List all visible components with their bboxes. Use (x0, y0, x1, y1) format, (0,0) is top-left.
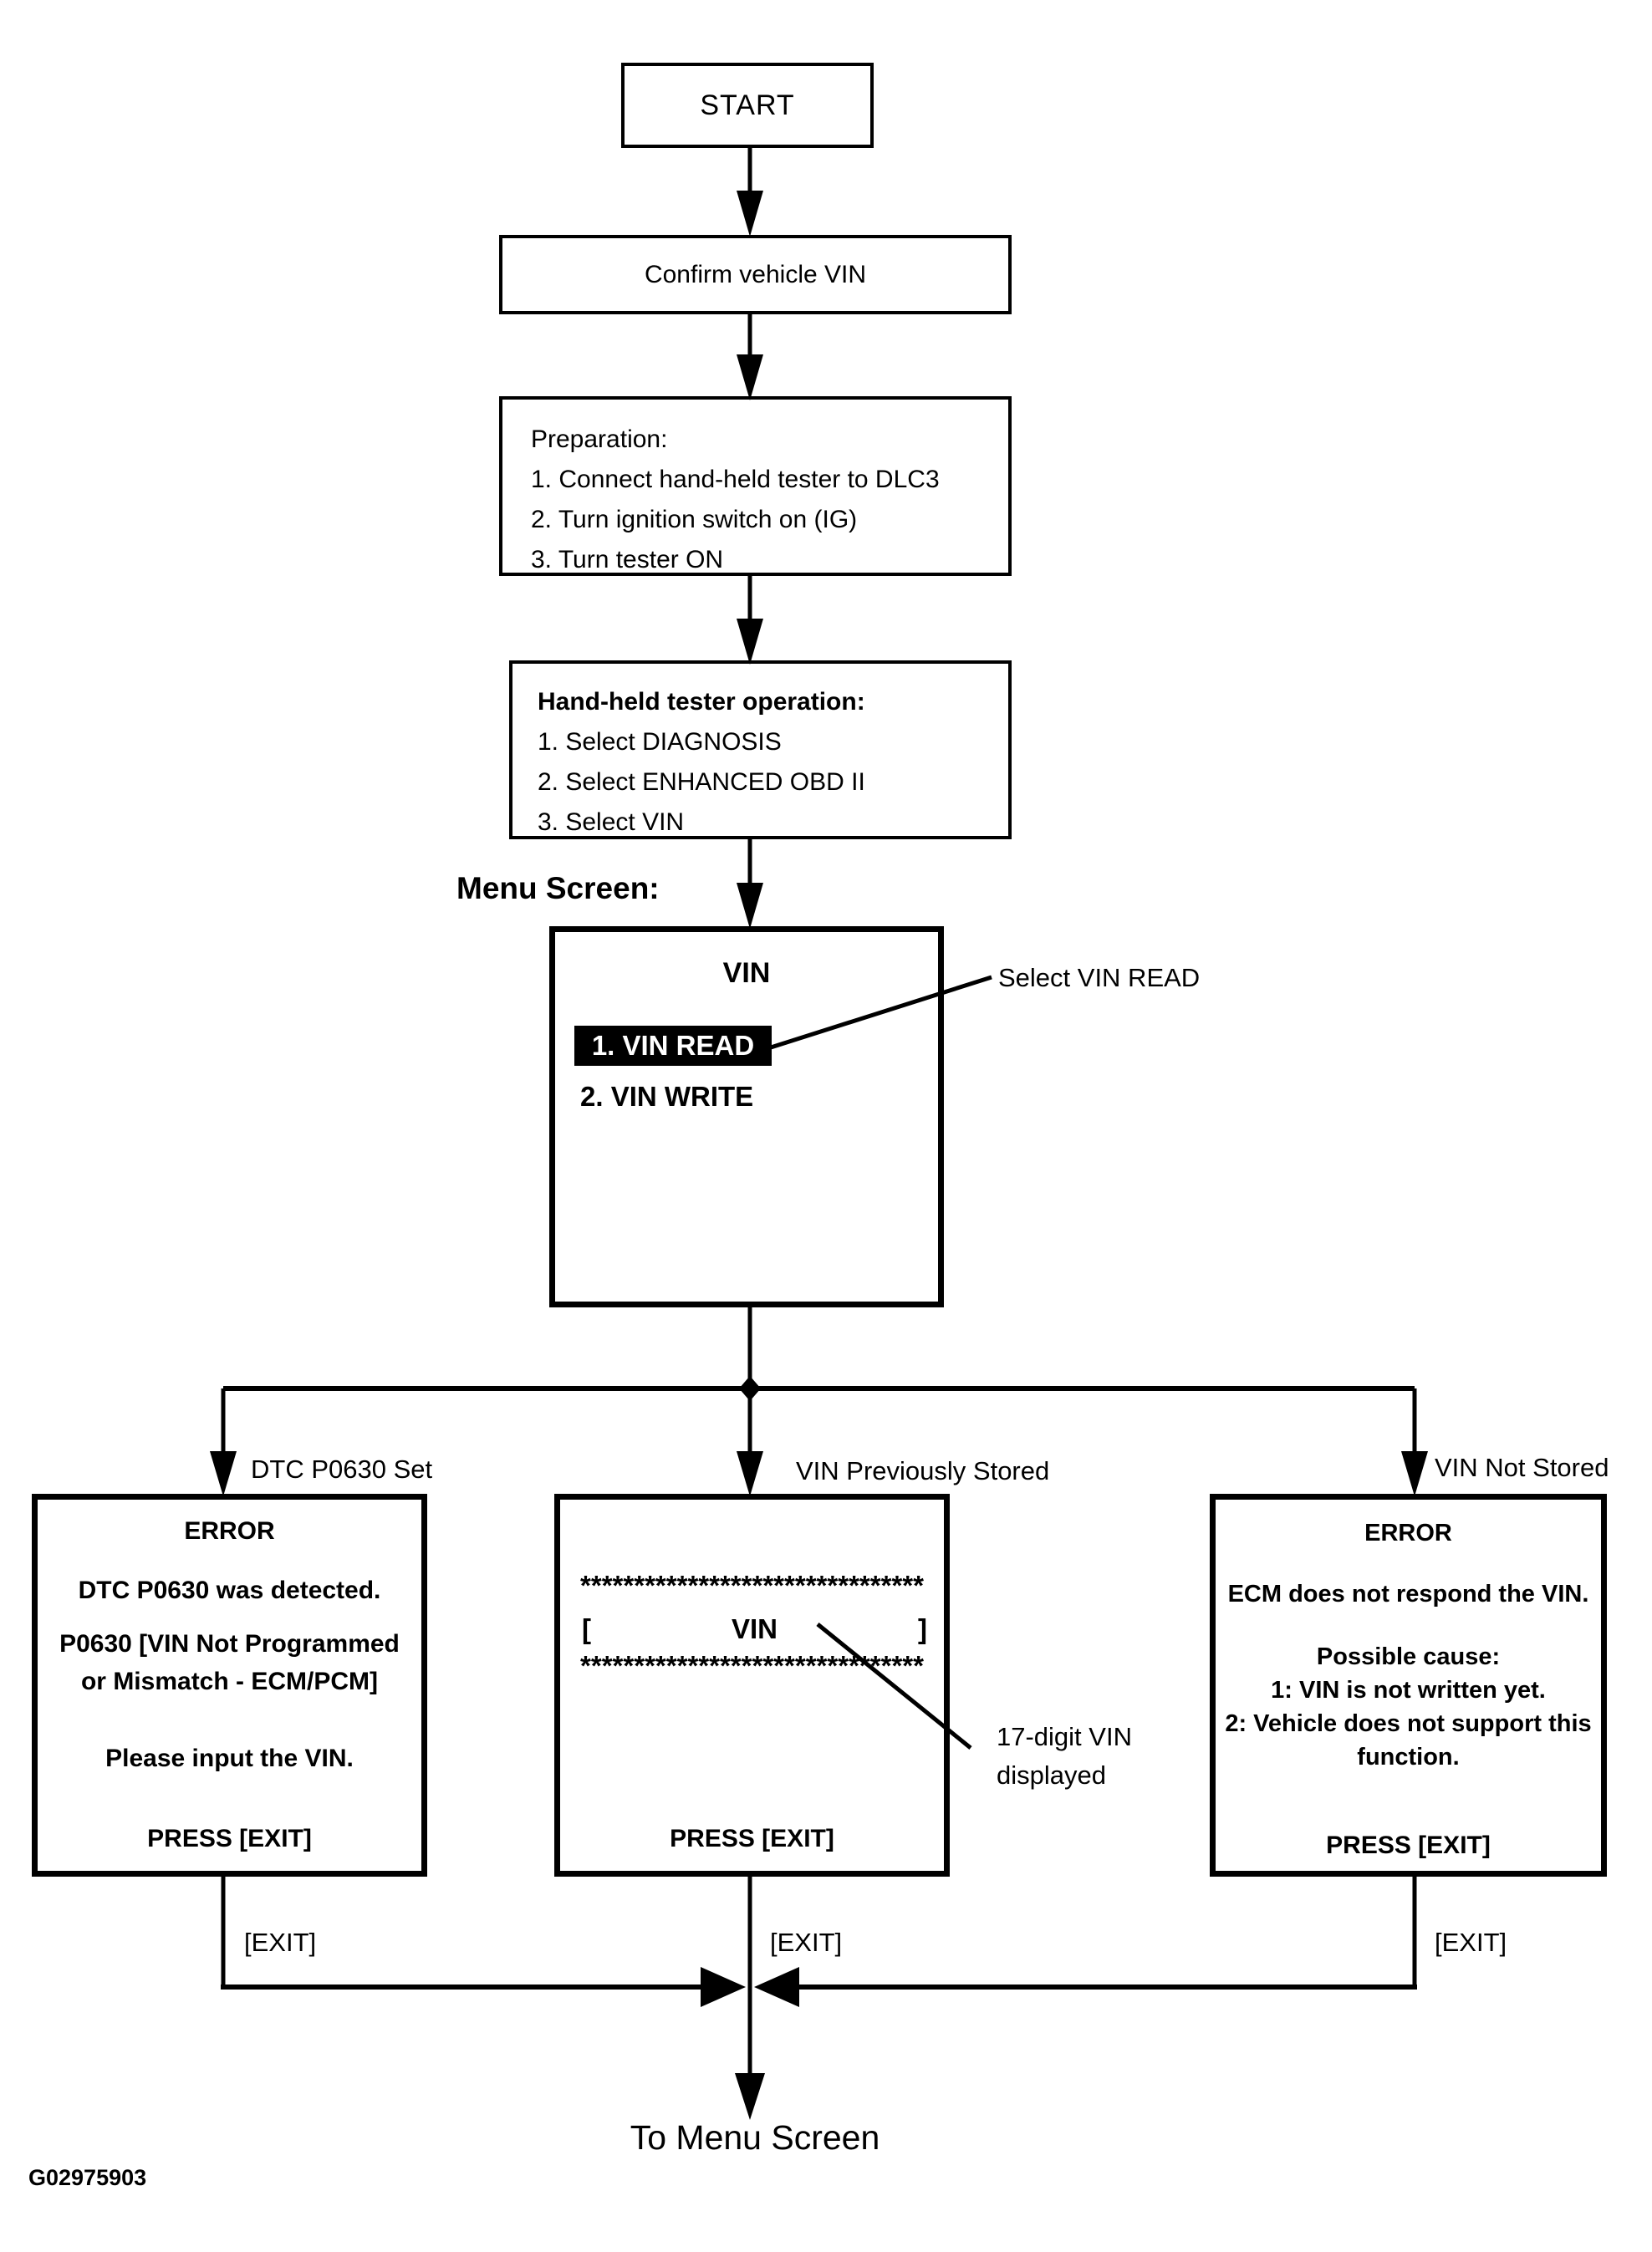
to-menu-screen-label: To Menu Screen (630, 2118, 880, 2157)
tester-operation-text: Hand-held tester operation: 1. Select DI… (538, 682, 865, 843)
start-node: START (621, 63, 874, 148)
tester-operation-node: Hand-held tester operation: 1. Select DI… (509, 660, 1012, 839)
vin-menu-screen: VIN 1. VIN READ 2. VIN WRITE (549, 926, 944, 1307)
preparation-step: 1. Connect hand-held tester to DLC3 (531, 466, 940, 493)
select-vin-read-callout: Select VIN READ (998, 963, 1201, 992)
tester-operation-title: Hand-held tester operation: (538, 688, 865, 716)
vin-displayed-callout-line2: displayed (997, 1760, 1106, 1790)
dtc-error-line: P0630 [VIN Not Programmed (59, 1630, 400, 1658)
ecm-error-line: ECM does not respond the VIN. (1227, 1581, 1589, 1607)
dtc-error-line: DTC P0630 was detected. (78, 1577, 381, 1604)
ecm-error-screen: ERROR ECM does not respond the VIN. Poss… (1210, 1494, 1607, 1877)
dtc-error-title: ERROR (184, 1517, 275, 1545)
dtc-error-press-exit: PRESS [EXIT] (147, 1825, 312, 1852)
exit-label-right: [EXIT] (1435, 1928, 1507, 1957)
exit-label-left: [EXIT] (244, 1928, 317, 1957)
vin-value-label: VIN (731, 1613, 778, 1644)
start-label: START (700, 89, 795, 121)
ecm-error-line: function. (1357, 1744, 1460, 1771)
menu-item-vin-read[interactable]: 1. VIN READ (574, 1026, 772, 1066)
dtc-error-screen: ERROR DTC P0630 was detected. P0630 [VIN… (32, 1494, 427, 1877)
ecm-error-line: Possible cause: (1316, 1643, 1501, 1670)
confirm-vin-label: Confirm vehicle VIN (644, 260, 867, 288)
vin-display-press-exit: PRESS [EXIT] (670, 1825, 834, 1852)
vin-displayed-callout-line1: 17-digit VIN (997, 1722, 1132, 1751)
tester-operation-step: 2. Select ENHANCED OBD II (538, 768, 865, 796)
preparation-step: 3. Turn tester ON (531, 546, 724, 573)
vin-value-row: [ VIN ] (582, 1613, 927, 1645)
bracket-open: [ (582, 1613, 591, 1644)
confirm-vin-node: Confirm vehicle VIN (499, 235, 1012, 314)
ecm-error-title: ERROR (1364, 1520, 1452, 1546)
preparation-step: 2. Turn ignition switch on (IG) (531, 506, 858, 533)
vin-menu-title: VIN (722, 957, 771, 989)
ecm-error-press-exit: PRESS [EXIT] (1326, 1832, 1491, 1859)
dtc-error-line: or Mismatch - ECM/PCM] (80, 1668, 379, 1695)
bracket-close: ] (917, 1613, 927, 1644)
ecm-error-line: 2: Vehicle does not support this (1225, 1710, 1592, 1737)
preparation-title: Preparation: (531, 425, 668, 453)
asterisk-row: ******************************** (580, 1570, 924, 1601)
branch-label-dtc-set: DTC P0630 Set (251, 1455, 433, 1484)
menu-item-vin-write[interactable]: 2. VIN WRITE (580, 1081, 754, 1112)
asterisk-row: ******************************** (580, 1650, 924, 1681)
tester-operation-step: 1. Select DIAGNOSIS (538, 728, 782, 756)
figure-code: G02975903 (28, 2165, 147, 2190)
menu-item-vin-read-label: 1. VIN READ (591, 1030, 755, 1061)
branch-label-vin-not-stored: VIN Not Stored (1435, 1453, 1609, 1482)
branch-label-vin-stored: VIN Previously Stored (796, 1456, 1050, 1485)
tester-operation-step: 3. Select VIN (538, 808, 685, 836)
menu-screen-heading: Menu Screen: (456, 871, 660, 905)
preparation-node: Preparation: 1. Connect hand-held tester… (499, 396, 1012, 576)
exit-label-middle: [EXIT] (770, 1928, 843, 1957)
dtc-error-line: Please input the VIN. (105, 1745, 354, 1772)
preparation-text: Preparation: 1. Connect hand-held tester… (531, 420, 940, 580)
vin-display-screen: ******************************** [ VIN ]… (554, 1494, 950, 1877)
ecm-error-line: 1: VIN is not written yet. (1271, 1677, 1546, 1704)
